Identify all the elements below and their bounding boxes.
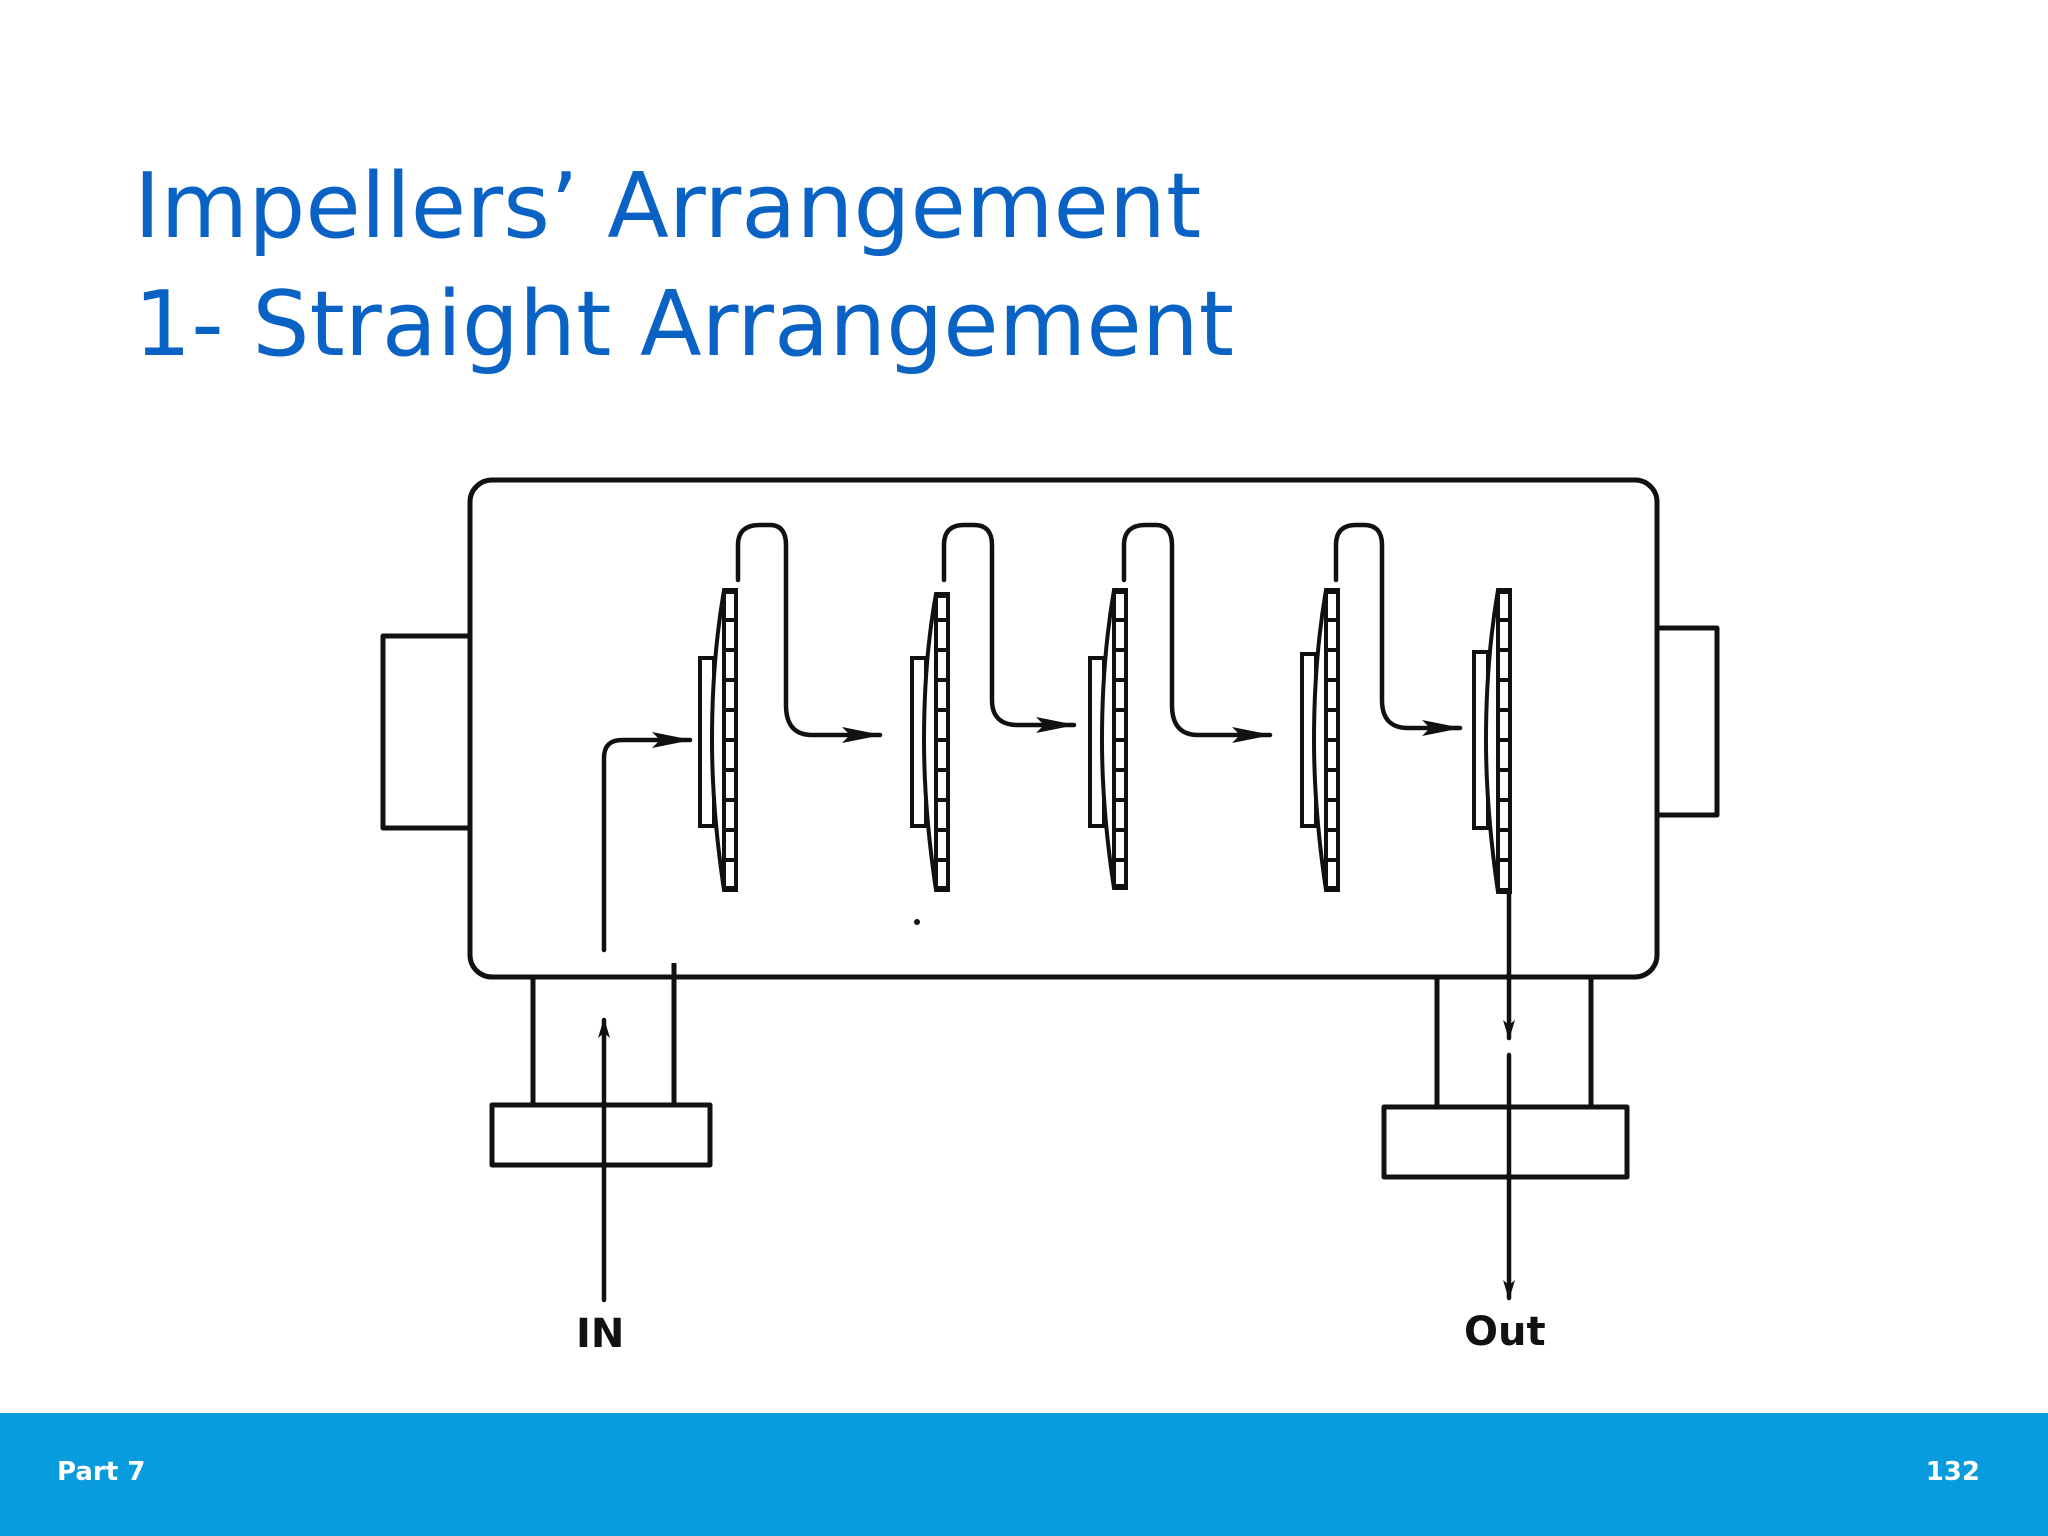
crossover-1-2 <box>735 522 883 743</box>
pump-casing <box>467 477 1660 980</box>
inlet-nozzle <box>530 963 677 1105</box>
inlet-flow-path <box>601 732 693 953</box>
impeller-stage-4 <box>1300 588 1340 892</box>
impeller-stage-2 <box>910 592 950 892</box>
left-shaft-end <box>380 633 470 831</box>
right-shaft-end <box>1657 625 1720 818</box>
outlet-nozzle <box>1434 977 1594 1105</box>
crossover-3-4 <box>1121 522 1273 743</box>
title-line-1: Impellers’ Arrangement <box>134 154 1202 259</box>
footer-page-number: 132 <box>1925 1457 1980 1487</box>
footer-section-label: Part 7 <box>57 1457 146 1487</box>
footer-bar: Part 7 132 <box>0 1413 2048 1536</box>
impeller-stage-3 <box>1088 588 1128 890</box>
casing-dot <box>914 919 920 925</box>
impeller-stage-5 <box>1472 588 1512 894</box>
title-line-2: 1- Straight Arrangement <box>134 272 1235 377</box>
impeller-stage-1 <box>698 588 738 892</box>
crossover-4-5 <box>1333 522 1463 736</box>
outlet-flange <box>1381 1104 1630 1180</box>
inlet-flange <box>489 1102 713 1168</box>
slide-title: Impellers’ Arrangement 1- Straight Arran… <box>134 148 1234 384</box>
out-label: Out <box>1464 1309 1546 1355</box>
crossover-2-3 <box>941 522 1077 733</box>
in-label: IN <box>576 1311 624 1357</box>
